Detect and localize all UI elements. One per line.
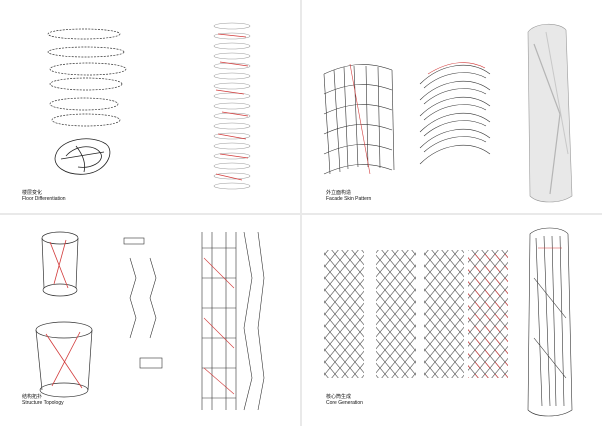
panel-caption: 结构拓扑 Structure Topology (22, 394, 64, 406)
core-generation-panel: 核心筒生成 Core Generation (310, 218, 596, 422)
tower-floor-highlights (215, 33, 249, 181)
caption-chinese: 楼层变化 (22, 190, 43, 196)
caption-english: Floor Differentiation (22, 196, 66, 202)
caption-chinese: 结构拓扑 (22, 394, 43, 400)
caption-chinese: 核心筒生成 (326, 394, 352, 400)
facade-accent-lines (349, 62, 486, 175)
lattice-strip-4 (468, 250, 508, 378)
facade-floor-rings (419, 64, 491, 165)
caption-english: Structure Topology (22, 400, 64, 406)
facade-skin-pattern-panel: 外立面构造 Facade Skin Pattern (310, 4, 596, 210)
floor-differentiation-drawing (47, 22, 251, 190)
panel-caption: 核心筒生成 Core Generation (326, 394, 363, 406)
panel-caption: 外立面构造 Facade Skin Pattern (326, 190, 371, 202)
caption-english: Core Generation (326, 400, 363, 406)
facade-skin-drawing (323, 23, 573, 203)
structural-accent-lines (203, 257, 235, 395)
tower-floor-stack (213, 22, 251, 190)
topology-lower-highlight (45, 331, 83, 389)
structure-topology-panel: 结构拓扑 Structure Topology (6, 218, 292, 422)
floor-differentiation-panel: 楼层变化 Floor Differentiation (6, 4, 292, 210)
facade-curved-wall (323, 64, 395, 175)
core-generation-drawing (324, 227, 573, 417)
topology-upper-volume (41, 231, 79, 297)
vertical-divider (300, 0, 302, 426)
caption-chinese: 外立面构造 (326, 190, 352, 196)
floor-plates-stack (47, 28, 127, 127)
lattice-strip-3 (424, 250, 464, 378)
topology-lower-volume (35, 321, 93, 398)
structure-topology-drawing (35, 231, 265, 411)
topology-upper-highlight (49, 239, 69, 289)
lattice-strip-1 (324, 250, 364, 378)
lattice-strip-2 (376, 250, 416, 378)
panel-caption: 楼层变化 Floor Differentiation (22, 190, 66, 202)
structural-elevations (123, 231, 265, 411)
core-tower-volume (527, 227, 573, 417)
floor-plate-3d (54, 138, 111, 175)
tower-rendered-volume (527, 23, 573, 203)
caption-english: Facade Skin Pattern (326, 196, 372, 202)
